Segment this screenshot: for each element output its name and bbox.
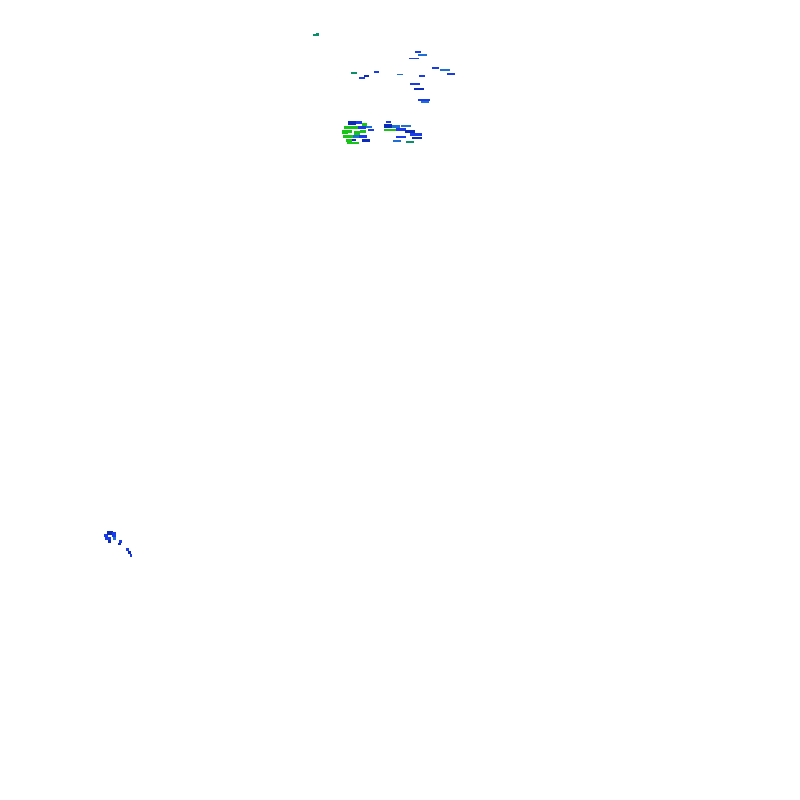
echo-pixel xyxy=(374,71,379,73)
echo-pixel xyxy=(118,543,121,545)
echo-pixel xyxy=(348,121,356,125)
echo-pixel xyxy=(412,137,422,139)
echo-pixel xyxy=(128,551,131,554)
echo-pixel xyxy=(351,72,357,74)
echo-pixel xyxy=(352,126,358,129)
echo-pixel xyxy=(346,139,352,142)
echo-pixel xyxy=(105,537,111,540)
echo-pixel xyxy=(112,532,116,537)
echo-pixel xyxy=(353,135,359,138)
echo-pixel xyxy=(384,124,392,128)
echo-pixel xyxy=(108,540,111,543)
echo-pixel xyxy=(432,67,439,69)
echo-pixel xyxy=(406,141,414,143)
echo-pixel xyxy=(343,135,353,138)
echo-pixel xyxy=(418,99,430,101)
echo-pixel xyxy=(415,51,421,53)
echo-pixel xyxy=(392,125,400,128)
echo-pixel xyxy=(130,554,132,557)
north-trace-echo xyxy=(313,33,319,36)
echo-pixel xyxy=(347,142,359,144)
echo-pixel xyxy=(409,58,419,59)
echo-pixel xyxy=(126,548,129,551)
echo-pixel xyxy=(414,88,424,90)
echo-pixel xyxy=(344,126,352,129)
echo-pixel xyxy=(352,139,356,141)
echo-pixel xyxy=(348,130,352,133)
echo-pixel xyxy=(360,130,366,133)
echo-pixel xyxy=(405,130,415,133)
southwest-isolated-echoes xyxy=(104,531,132,557)
echo-pixel xyxy=(113,537,116,540)
echo-pixel xyxy=(410,133,422,136)
echo-pixel xyxy=(119,540,122,543)
echo-pixel xyxy=(104,534,108,537)
echo-pixel xyxy=(393,140,401,142)
echo-pixel xyxy=(358,126,366,129)
central-banded-echoes xyxy=(384,121,422,143)
north-scattered-echoes xyxy=(351,51,455,103)
echo-pixel xyxy=(107,531,113,535)
echo-pixel xyxy=(359,77,365,79)
echo-pixel xyxy=(396,128,406,131)
central-moderate-cell xyxy=(342,121,374,144)
echo-pixel xyxy=(396,136,406,138)
echo-pixel xyxy=(362,123,367,126)
echo-pixel xyxy=(397,74,403,75)
echo-pixel xyxy=(410,83,420,85)
echo-pixel xyxy=(342,130,348,134)
echo-pixel xyxy=(368,129,374,131)
echo-pixel xyxy=(401,125,411,127)
echo-pixel xyxy=(386,121,391,123)
echo-pixel xyxy=(316,33,319,34)
echo-pixel xyxy=(313,34,319,36)
echo-pixel xyxy=(419,75,425,77)
echo-pixel xyxy=(354,131,360,135)
echo-pixel xyxy=(362,139,370,142)
echo-pixel xyxy=(421,101,429,103)
echo-pixel xyxy=(359,135,367,138)
echo-pixel xyxy=(366,126,372,128)
echo-pixel xyxy=(356,121,362,124)
echo-pixel xyxy=(364,75,369,77)
echo-pixel xyxy=(384,129,396,131)
echo-pixel xyxy=(418,54,427,56)
echo-pixel xyxy=(447,73,455,75)
echo-pixel xyxy=(440,69,450,71)
